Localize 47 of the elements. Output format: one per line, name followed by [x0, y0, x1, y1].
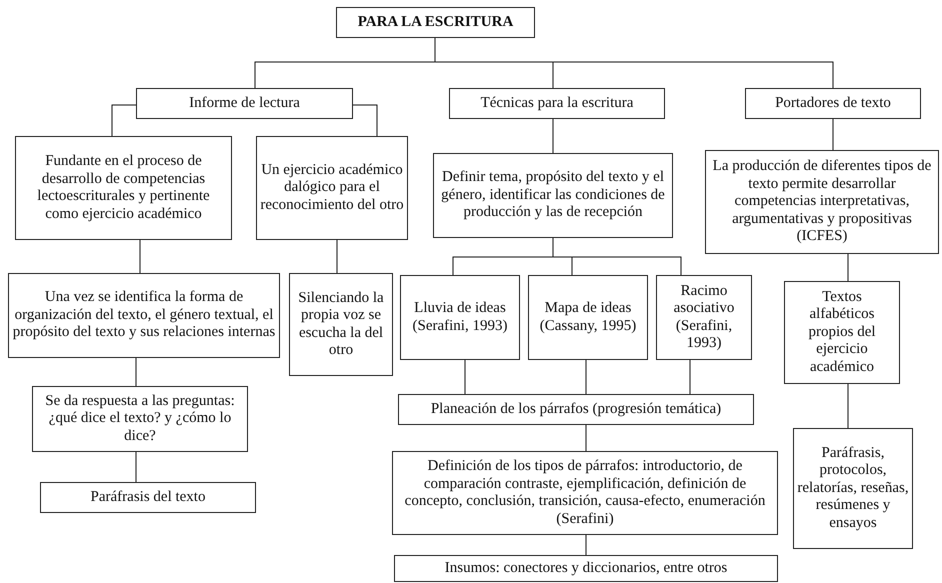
concept-text: Un ejercicio académico dalógico para el reconocimiento del otro — [260, 162, 404, 214]
connector-line — [552, 118, 554, 154]
connector-line — [352, 104, 378, 136]
concept-text: Mapa de ideas (Cassany, 1995) — [538, 300, 638, 335]
connector-line — [832, 118, 834, 150]
concept-box — [40, 482, 256, 513]
concept-box — [449, 88, 665, 119]
concept-box — [745, 88, 921, 119]
concept-box — [32, 386, 248, 452]
concept-box — [784, 281, 900, 384]
concept-text: Técnicas para la escritura — [480, 94, 634, 112]
concept-box — [400, 275, 520, 360]
concept-box — [289, 273, 393, 376]
connector-line — [336, 240, 338, 274]
concept-text: La producción de diferentes tipos de texto permite desarrollar competencias interpretativas, argumentativas y propositivas (ICFES) — [712, 158, 932, 246]
concept-box — [656, 275, 752, 360]
concept-text: Informe de lectura — [189, 94, 300, 112]
concept-text: Silenciando la propia voz se escucha la del otro — [297, 290, 385, 360]
concept-text: Paráfrasis del texto — [90, 488, 206, 506]
concept-box — [15, 136, 232, 240]
concept-box — [394, 555, 778, 582]
concept-text: Insumos: conectores y diccionarios, entre otros — [444, 560, 728, 578]
connector-line — [464, 360, 466, 394]
concept-box — [392, 451, 778, 535]
title-text: PARA LA ESCRITURA — [358, 14, 514, 32]
concept-text: Textos alfabéticos propios del ejercicio académico — [807, 288, 877, 376]
concept-text: Definición de los tipos de párrafos: introductorio, de comparación contraste, ejemplificación, definición de concepto, conclusión, transición, causa-efecto, enumeración (Serafini) — [404, 458, 766, 528]
concept-box — [8, 273, 280, 358]
concept-box — [433, 153, 673, 238]
concept-box — [793, 428, 913, 549]
concept-text: Planeación de los párrafos (progresión temática) — [430, 400, 722, 418]
connector-line — [112, 104, 136, 136]
concept-text: Lluvia de ideas (Serafini, 1993) — [412, 300, 508, 335]
concept-text: Portadores de texto — [775, 94, 891, 112]
concept-box — [398, 394, 754, 425]
connector-line — [552, 238, 682, 276]
concept-text: Racimo asociativo (Serafini, 1993) — [672, 282, 736, 352]
concept-text: Una vez se identifica la forma de organización del texto, el género textual, el propósito del texto y sus relaciones internas — [12, 289, 276, 342]
concept-box — [705, 150, 939, 254]
concept-box — [256, 136, 408, 240]
concept-text: Fundante en el proceso de desarrollo de competencias lectoescriturales y pertinente como ejercicio académico — [36, 153, 211, 223]
concept-text: Definir tema, propósito del texto y el género, identificar las condiciones de producción y las de recepción — [440, 169, 666, 222]
concept-box — [136, 88, 353, 119]
title-box — [336, 7, 535, 38]
concept-text: Se da respuesta a las preguntas: ¿qué dice el texto? y ¿cómo lo dice? — [44, 392, 236, 446]
concept-box — [528, 275, 648, 360]
concept-text: Paráfrasis, protocolos, relatorías, reseñas, resúmenes y ensayos — [797, 444, 909, 532]
